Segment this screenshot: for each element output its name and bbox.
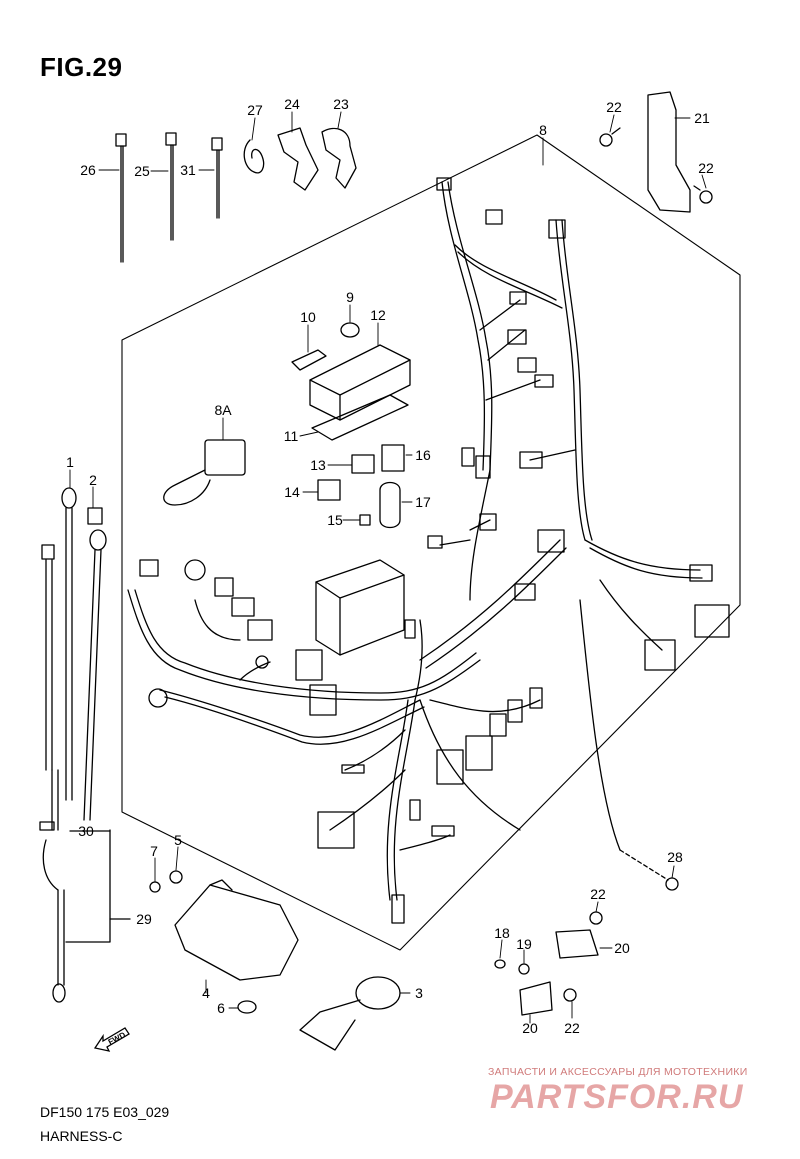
part-label-25: 25 (134, 163, 150, 179)
relay-8A (204, 439, 246, 476)
part-label-27: 27 (247, 102, 263, 118)
grommet-9 (340, 322, 360, 338)
figure-subtitle: HARNESS-C (40, 1128, 123, 1144)
washer-5 (169, 870, 183, 884)
bolt-22-top (599, 133, 613, 147)
part-label-10: 10 (300, 309, 316, 325)
clamp-24 (277, 127, 319, 191)
part-label-23: 23 (333, 96, 349, 112)
part-label-13: 13 (310, 457, 326, 473)
cable-1 (61, 487, 77, 801)
part-label-3: 3 (415, 985, 423, 1001)
sensor-3 (355, 976, 401, 1010)
part-label-21: 21 (694, 110, 710, 126)
part-label-14: 14 (284, 484, 300, 500)
part-label-4: 4 (202, 985, 210, 1001)
assembly-outline (121, 134, 741, 951)
part-label-7: 7 (150, 843, 158, 859)
part-label-28: 28 (667, 849, 683, 865)
cap-17 (379, 481, 401, 529)
part-label-30: 30 (78, 823, 94, 839)
figure-title: FIG.29 (40, 52, 123, 82)
part-label-22-top: 22 (606, 99, 622, 115)
part-label-18: 18 (494, 925, 510, 941)
part-label-2: 2 (89, 472, 97, 488)
part-label-5: 5 (174, 832, 182, 848)
part-label-8A: 8A (214, 402, 232, 418)
cable-2 (83, 529, 107, 821)
figure-code: DF150 175 E03_029 (40, 1104, 170, 1120)
part-label-22-bottom: 22 (564, 1020, 580, 1036)
fuse-15 (359, 514, 371, 526)
terminal-10 (291, 349, 327, 371)
cover-4 (174, 884, 299, 981)
watermark-logo: PARTSFOR.RU (490, 1078, 744, 1116)
cable-tie-26 (115, 133, 127, 263)
bolt-22-right (699, 190, 713, 204)
part-label-1: 1 (66, 454, 74, 470)
watermark-tagline: ЗАПЧАСТИ И АКСЕССУАРЫ ДЛЯ МОТОТЕХНИКИ (488, 1066, 748, 1078)
part-label-15: 15 (327, 512, 343, 528)
fuse-16 (381, 444, 405, 472)
bolt-7 (149, 881, 161, 893)
forward-arrow-icon: FWD (93, 1027, 130, 1052)
clamp-27 (243, 139, 265, 174)
part-label-22-right: 22 (698, 160, 714, 176)
part-label-29: 29 (136, 911, 152, 927)
part-label-6: 6 (217, 1000, 225, 1016)
part-label-31: 31 (180, 162, 196, 178)
grommet-6 (237, 1000, 257, 1014)
part-label-19: 19 (516, 936, 532, 952)
washer-18 (494, 959, 506, 969)
part-label-9: 9 (346, 289, 354, 305)
junction-box (315, 559, 405, 656)
cable-tie-31 (211, 137, 223, 219)
part-label-12: 12 (370, 307, 386, 323)
part-label-24: 24 (284, 96, 300, 112)
plate-20-upper (555, 929, 599, 959)
plate-20-lower (519, 981, 553, 1016)
relay-13 (351, 454, 375, 474)
part-label-16: 16 (415, 447, 431, 463)
nut-19 (518, 963, 530, 975)
part-label-11: 11 (283, 428, 299, 444)
relay-14 (317, 479, 341, 501)
bolt-22-mid (589, 911, 603, 925)
part-label-17: 17 (415, 494, 431, 510)
clamp-23 (321, 127, 357, 189)
part-label-20-bottom: 20 (522, 1020, 538, 1036)
part-label-22-mid: 22 (590, 886, 606, 902)
cover-11 (311, 394, 409, 441)
bracket-21 (647, 91, 691, 213)
wire-harness (127, 181, 703, 901)
part-label-8: 8 (539, 122, 547, 138)
bolt-22-low (563, 988, 577, 1002)
cable-tie-25 (165, 132, 177, 241)
part-label-20-right: 20 (614, 940, 630, 956)
part-label-26: 26 (80, 162, 96, 178)
